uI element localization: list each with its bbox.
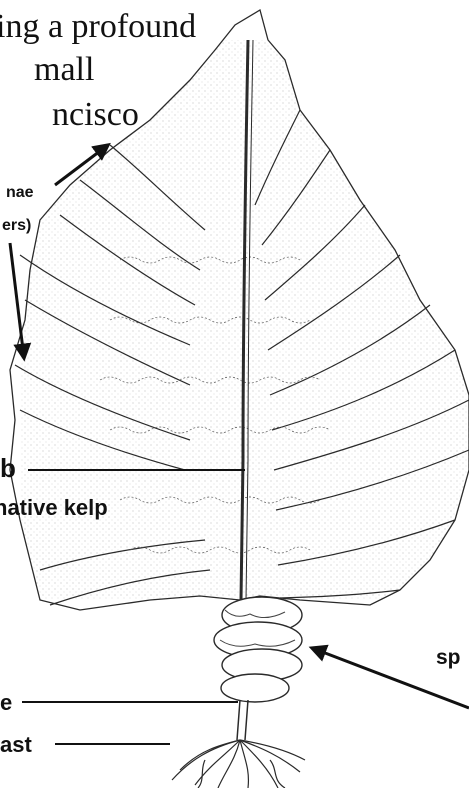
label-sporophylls: sp bbox=[436, 646, 461, 669]
label-pinnae-2: ers) bbox=[2, 217, 31, 234]
label-native-kelp: native kelp bbox=[0, 495, 108, 520]
label-midrib: b bbox=[0, 453, 16, 483]
stipe-stem bbox=[237, 700, 248, 740]
label-stipe: e bbox=[0, 690, 12, 715]
caption-line-3: ncisco bbox=[52, 96, 139, 133]
label-pinnae-1: nae bbox=[6, 184, 34, 201]
caption-line-1: ing a profound bbox=[0, 8, 196, 45]
caption-line-2: mall bbox=[34, 51, 94, 88]
pinnae-arrow-lower bbox=[10, 243, 24, 358]
sporophylls bbox=[214, 597, 302, 702]
holdfast-roots bbox=[172, 740, 305, 788]
label-holdfast: ast bbox=[0, 732, 32, 757]
